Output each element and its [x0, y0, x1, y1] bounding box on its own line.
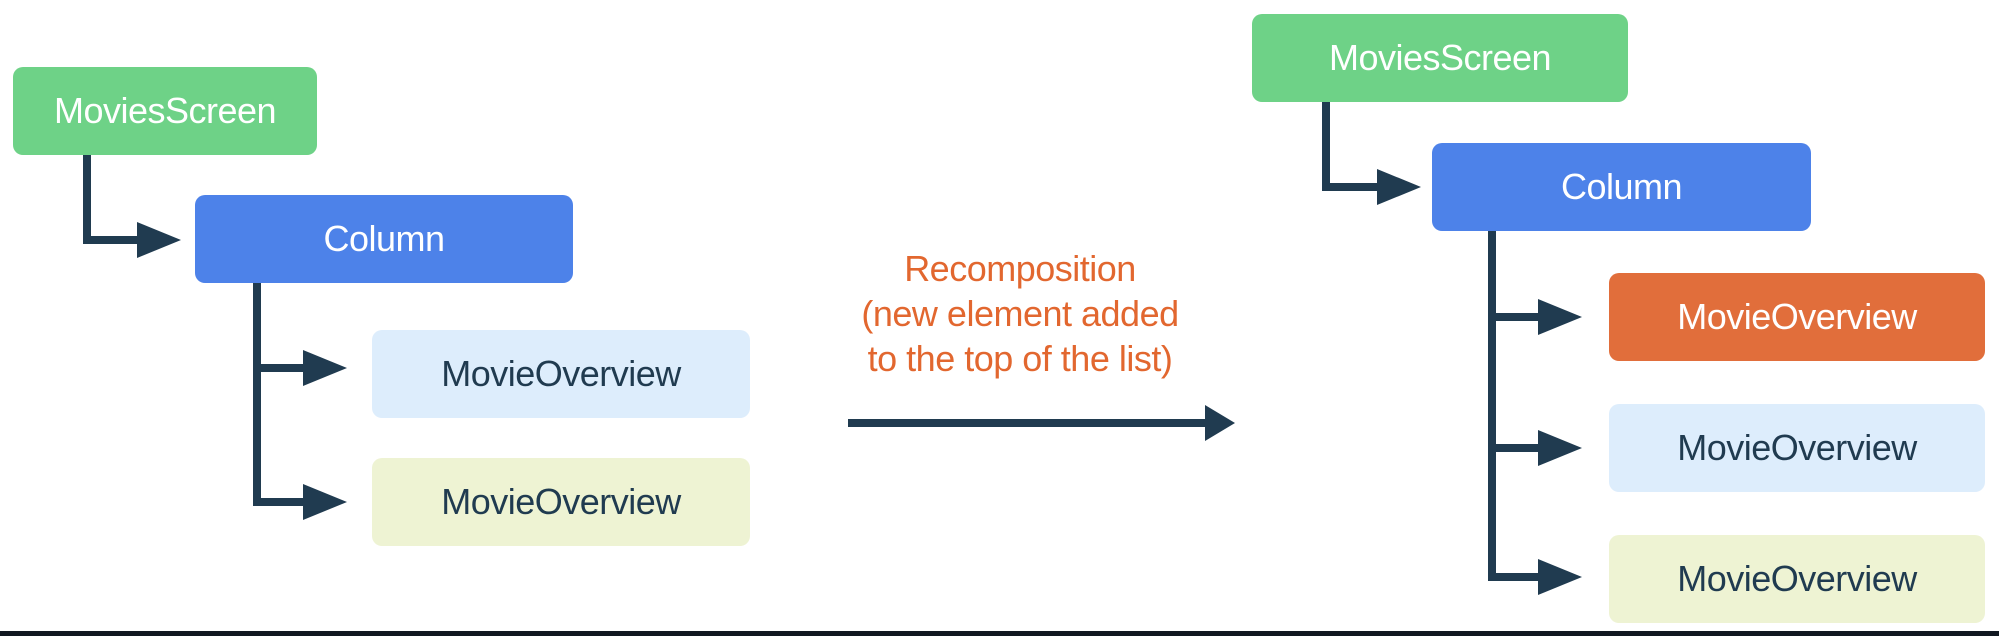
recomposition-caption-line-3: to the top of the list) — [867, 338, 1173, 379]
before-node-movieoverview-2: MovieOverview — [372, 458, 750, 546]
after-node-movieoverview-3: MovieOverview — [1609, 535, 1985, 623]
arrowhead-icon — [137, 222, 181, 258]
after-node-moviesscreen: MoviesScreen — [1252, 14, 1628, 102]
recomposition-caption-line-2: (new element added — [861, 293, 1179, 334]
after-connector-column-trunk — [1488, 231, 1496, 581]
arrowhead-icon — [1538, 559, 1582, 595]
right-arrow-icon — [1205, 405, 1235, 441]
after-connector-root-vertical — [1322, 102, 1330, 191]
before-node-column: Column — [195, 195, 573, 283]
arrowhead-icon — [1538, 430, 1582, 466]
before-connector-branch-1 — [253, 364, 303, 372]
after-node-movieoverview-new: MovieOverview — [1609, 273, 1985, 361]
recomposition-caption-line-1: Recomposition — [904, 248, 1136, 289]
before-connector-branch-2 — [253, 498, 303, 506]
before-connector-root-horizontal — [83, 236, 137, 244]
arrowhead-icon — [1538, 299, 1582, 335]
arrowhead-icon — [1377, 169, 1421, 205]
before-connector-column-trunk — [253, 283, 261, 506]
after-connector-root-horizontal — [1322, 183, 1377, 191]
after-node-column: Column — [1432, 143, 1811, 231]
recomposition-caption: Recomposition (new element added to the … — [770, 246, 1270, 381]
after-connector-branch-3 — [1488, 573, 1538, 581]
before-node-movieoverview-1: MovieOverview — [372, 330, 750, 418]
recomposition-arrow-shaft — [848, 419, 1205, 427]
after-node-movieoverview-2: MovieOverview — [1609, 404, 1985, 492]
before-node-moviesscreen: MoviesScreen — [13, 67, 317, 155]
after-connector-branch-1 — [1488, 313, 1538, 321]
arrowhead-icon — [303, 350, 347, 386]
arrowhead-icon — [303, 484, 347, 520]
bottom-border-line — [0, 631, 1999, 636]
before-connector-root-vertical — [83, 155, 91, 244]
after-connector-branch-2 — [1488, 444, 1538, 452]
